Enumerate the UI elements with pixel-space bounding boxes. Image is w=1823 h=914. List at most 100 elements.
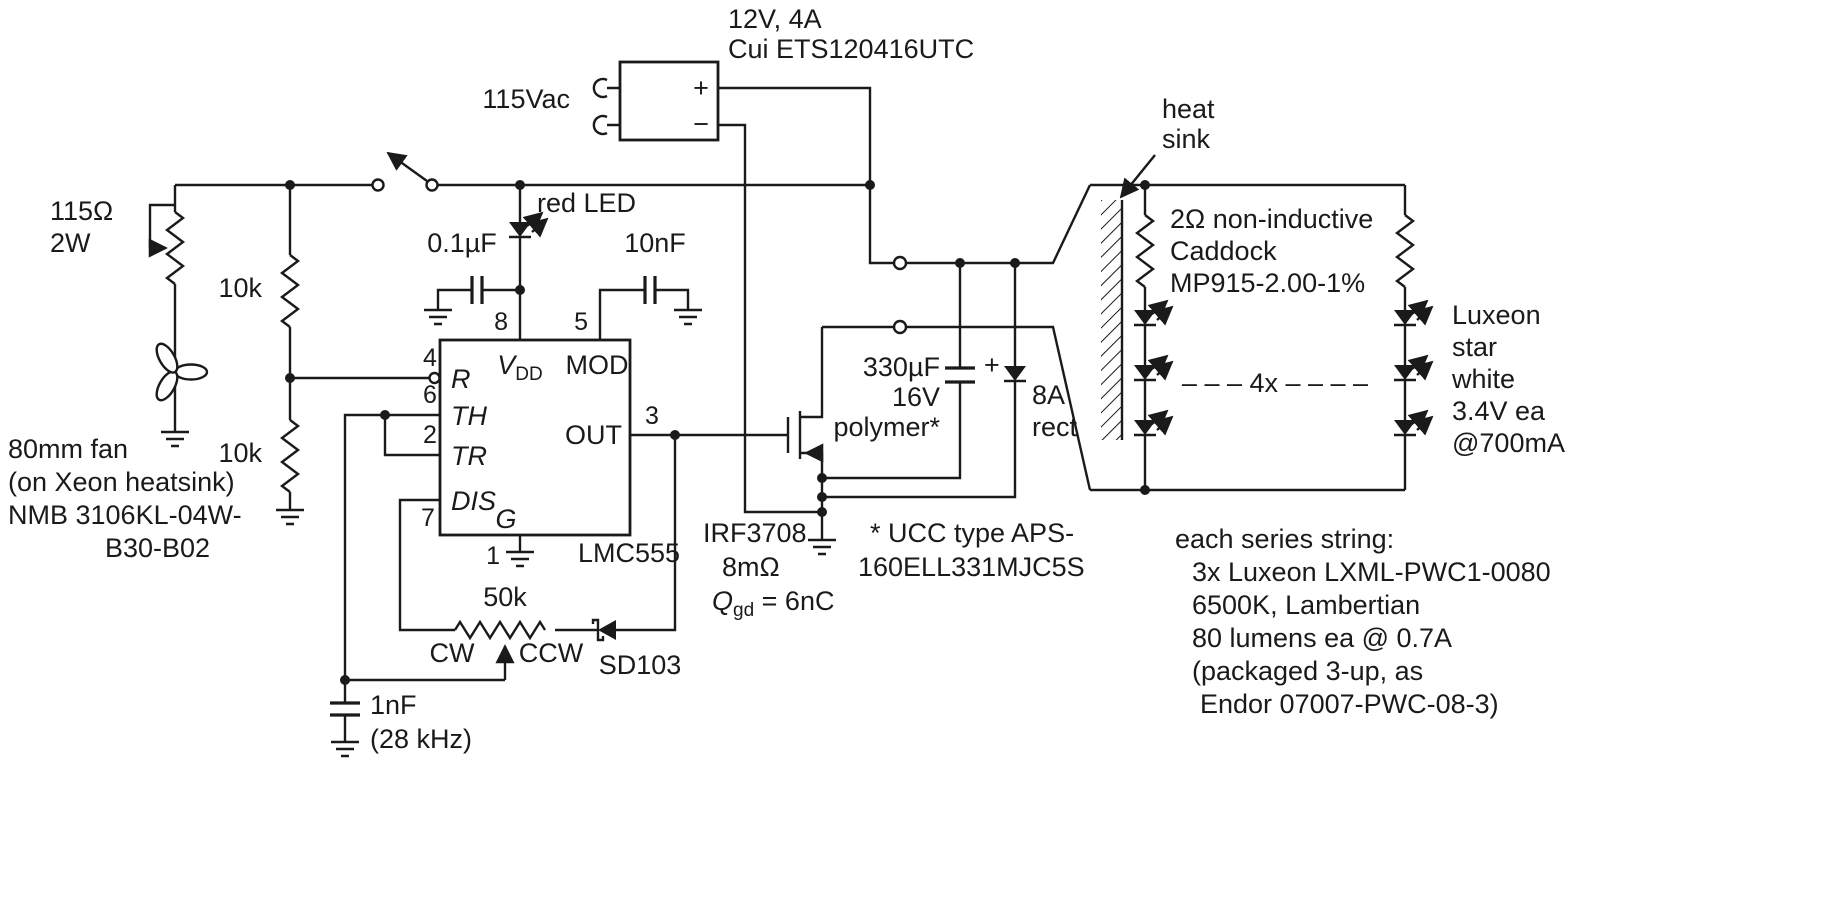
sd103-label: SD103 — [599, 650, 682, 680]
supply-model: Cui ETS120416UTC — [728, 34, 974, 64]
ic-pin-out-label: OUT — [565, 420, 622, 450]
ic-pin5-number: 5 — [574, 308, 588, 336]
ground-icon — [422, 308, 454, 326]
wire-mod-cap — [598, 288, 690, 340]
luxeon-label-3: white — [1451, 364, 1515, 394]
pot-50k-value: 50k — [483, 582, 527, 612]
fan-pot-power: 2W — [50, 228, 91, 258]
fan-icon — [155, 342, 209, 402]
divider-r1-value: 10k — [218, 273, 262, 303]
ic-pin1-number: 1 — [486, 542, 500, 570]
fan-pot-value: 115Ω — [50, 196, 113, 226]
luxeon-label-2: star — [1452, 332, 1497, 362]
bypass-cap-value: 0.1µF — [427, 228, 497, 258]
labels: 12V, 4A Cui ETS120416UTC 115Vac + − heat… — [8, 4, 1565, 754]
wire-th-tr — [343, 413, 440, 680]
connector-plus — [892, 255, 908, 271]
string-resistor-left — [1135, 213, 1155, 289]
ic-pin8-number: 8 — [494, 308, 508, 336]
wire-bulk-cap — [822, 263, 962, 480]
rect-diode-type: rect — [1032, 412, 1078, 442]
string-resistor-label-1: 2Ω non-inductive — [1170, 204, 1373, 234]
ic-pin-g-label: G — [495, 504, 516, 534]
ground-icon — [159, 430, 191, 448]
luxeon-label-1: Luxeon — [1452, 300, 1541, 330]
fan-pot-resistor — [165, 210, 185, 286]
supply-rating: 12V, 4A — [728, 4, 822, 34]
wire-supply-plus — [718, 86, 1092, 265]
heatsink-fins — [1101, 200, 1122, 440]
bulk-cap-note-2: 160ELL331MJC5S — [858, 552, 1085, 582]
series-string-note-3: 6500K, Lambertian — [1192, 590, 1420, 620]
string-resistor-label-2: Caddock — [1170, 236, 1277, 266]
string-resistor-label-3: MP915-2.00-1% — [1170, 268, 1365, 298]
fan-note-3: NMB 3106KL-04W- — [8, 500, 242, 530]
wire-mosfet-leads — [800, 327, 824, 540]
divider-r2-value: 10k — [218, 438, 262, 468]
mosfet-rds: 8mΩ — [722, 552, 780, 582]
cap-plates — [330, 276, 975, 717]
wire-divider — [288, 185, 429, 510]
series-string-note-5: (packaged 3-up, as — [1192, 656, 1423, 686]
rect-diode-rating: 8A — [1032, 380, 1065, 410]
power-supply-box — [618, 60, 720, 142]
ic-pin3-number: 3 — [645, 402, 659, 430]
mosfet-symbol — [786, 411, 824, 463]
heatsink-label-1: heat — [1162, 94, 1215, 124]
string-led — [1134, 356, 1172, 380]
bulk-cap-value: 330µF — [863, 352, 940, 382]
pot-50k-body — [453, 619, 547, 641]
ac-plug-icon — [592, 77, 620, 136]
string-led — [1394, 411, 1432, 435]
ground-icon — [504, 550, 536, 568]
series-string-note-2: 3x Luxeon LXML-PWC1-0080 — [1192, 557, 1551, 587]
pot-cw-label: CW — [430, 638, 475, 668]
ic-pin7-number: 7 — [421, 504, 435, 532]
connector-return — [892, 319, 908, 335]
pot-ccw-label: CCW — [519, 638, 584, 668]
fan-note-2: (on Xeon heatsink) — [8, 467, 235, 497]
ic-pin-r-label: R — [451, 364, 471, 394]
luxeon-label-5: @700mA — [1452, 428, 1565, 458]
wire-dis-pot-out — [398, 433, 788, 632]
ground-icon — [672, 308, 704, 326]
series-string-note-6: Endor 07007-PWC-08-3) — [1200, 689, 1499, 719]
bulk-cap-type: polymer* — [833, 412, 940, 442]
wire-rect-diode — [822, 263, 1017, 499]
rect-diode-icon — [1002, 364, 1028, 383]
ic-pin-vdd-label: VDD — [497, 350, 542, 385]
junction-dots — [285, 180, 1150, 685]
supply-plus-sign: + — [693, 73, 709, 103]
heatsink-label-2: sink — [1162, 124, 1211, 154]
bulk-cap-voltage: 16V — [892, 382, 940, 412]
ic-pin2-number: 2 — [423, 421, 437, 449]
ic-pin4-number: 4 — [423, 344, 437, 372]
string-led — [1394, 356, 1432, 380]
luxeon-label-4: 3.4V ea — [1452, 396, 1546, 426]
ac-input-label: 115Vac — [482, 84, 570, 114]
wire-bypass-cap — [436, 288, 520, 310]
supply-minus-sign: − — [693, 109, 709, 139]
series-string-note-4: 80 lumens ea @ 0.7A — [1192, 623, 1452, 653]
wire-supply-minus — [718, 123, 822, 514]
red-led-label: red LED — [537, 188, 636, 218]
ic-pin6-number: 6 — [423, 381, 437, 409]
string-count-label: – – – 4x – – – – — [1182, 368, 1368, 398]
string-resistor-right — [1395, 213, 1415, 289]
timing-cap-freq: (28 kHz) — [370, 724, 472, 754]
ground-icon — [329, 740, 361, 758]
switch-blade — [386, 151, 428, 182]
ground-icon — [274, 508, 306, 526]
fan-note-1: 80mm fan — [8, 434, 128, 464]
divider-resistor-bottom — [280, 418, 300, 494]
timing-cap-value: 1nF — [370, 690, 417, 720]
mosfet-qgd-label: Qgd = 6nC — [712, 586, 834, 621]
divider-resistor-top — [280, 253, 300, 329]
fan-note-4: B30-B02 — [105, 533, 210, 563]
ground-icon — [806, 538, 838, 556]
lmc555-body — [438, 338, 632, 537]
string-led — [1134, 301, 1172, 325]
ic-part-number: LMC555 — [578, 538, 680, 568]
